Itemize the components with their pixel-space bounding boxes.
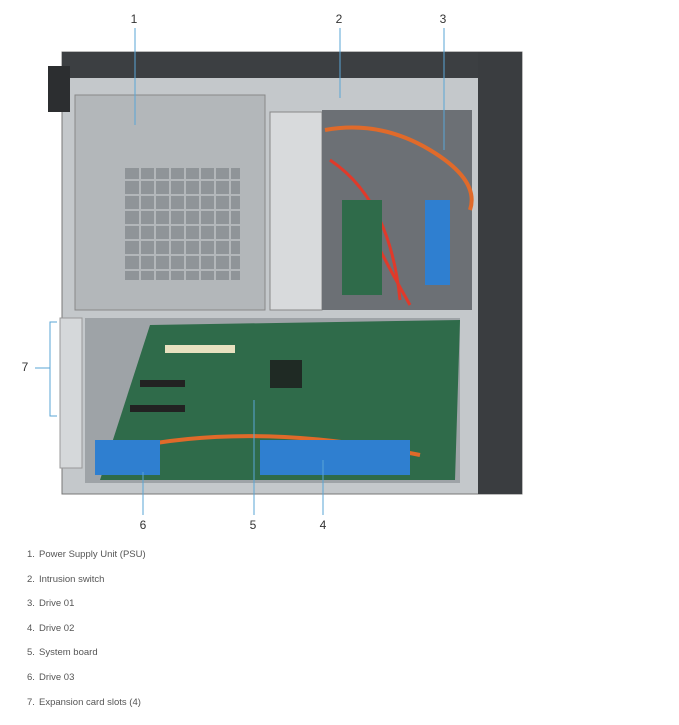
expansion-slot-covers: [59, 317, 83, 469]
legend-item: 6.Drive 03: [27, 671, 75, 683]
legend-item: 3.Drive 01: [27, 598, 75, 610]
drive-03-caddy: [95, 440, 160, 475]
legend-item: 5.System board: [27, 647, 98, 659]
leader-lines: [35, 28, 445, 515]
component-legend: 1.Power Supply Unit (PSU) 2.Intrusion sw…: [27, 549, 146, 721]
psu: [74, 94, 266, 311]
chassis-top-edge: [62, 52, 522, 78]
callout-3: 3: [439, 12, 447, 26]
callout-7: 7: [21, 360, 29, 374]
drive-02-caddy: [260, 440, 410, 475]
chipset: [270, 360, 302, 388]
rear-handle: [48, 66, 70, 112]
drive-01-caddy: [425, 200, 450, 285]
callout-6: 6: [139, 518, 147, 532]
release-bracket: [269, 111, 323, 311]
callout-2: 2: [335, 12, 343, 26]
callout-1: 1: [130, 12, 138, 26]
front-panel: [478, 52, 522, 494]
server-interior-photo: [35, 28, 523, 515]
pci-slot: [165, 345, 235, 353]
callout-4: 4: [319, 518, 327, 532]
legend-item: 1.Power Supply Unit (PSU): [27, 549, 146, 560]
legend-item: 2.Intrusion switch: [27, 573, 105, 585]
riser-board: [342, 200, 382, 295]
callout-5: 5: [249, 518, 257, 532]
legend-item: 7.Expansion card slots (4): [27, 696, 141, 708]
legend-item: 4.Drive 02: [27, 622, 75, 634]
